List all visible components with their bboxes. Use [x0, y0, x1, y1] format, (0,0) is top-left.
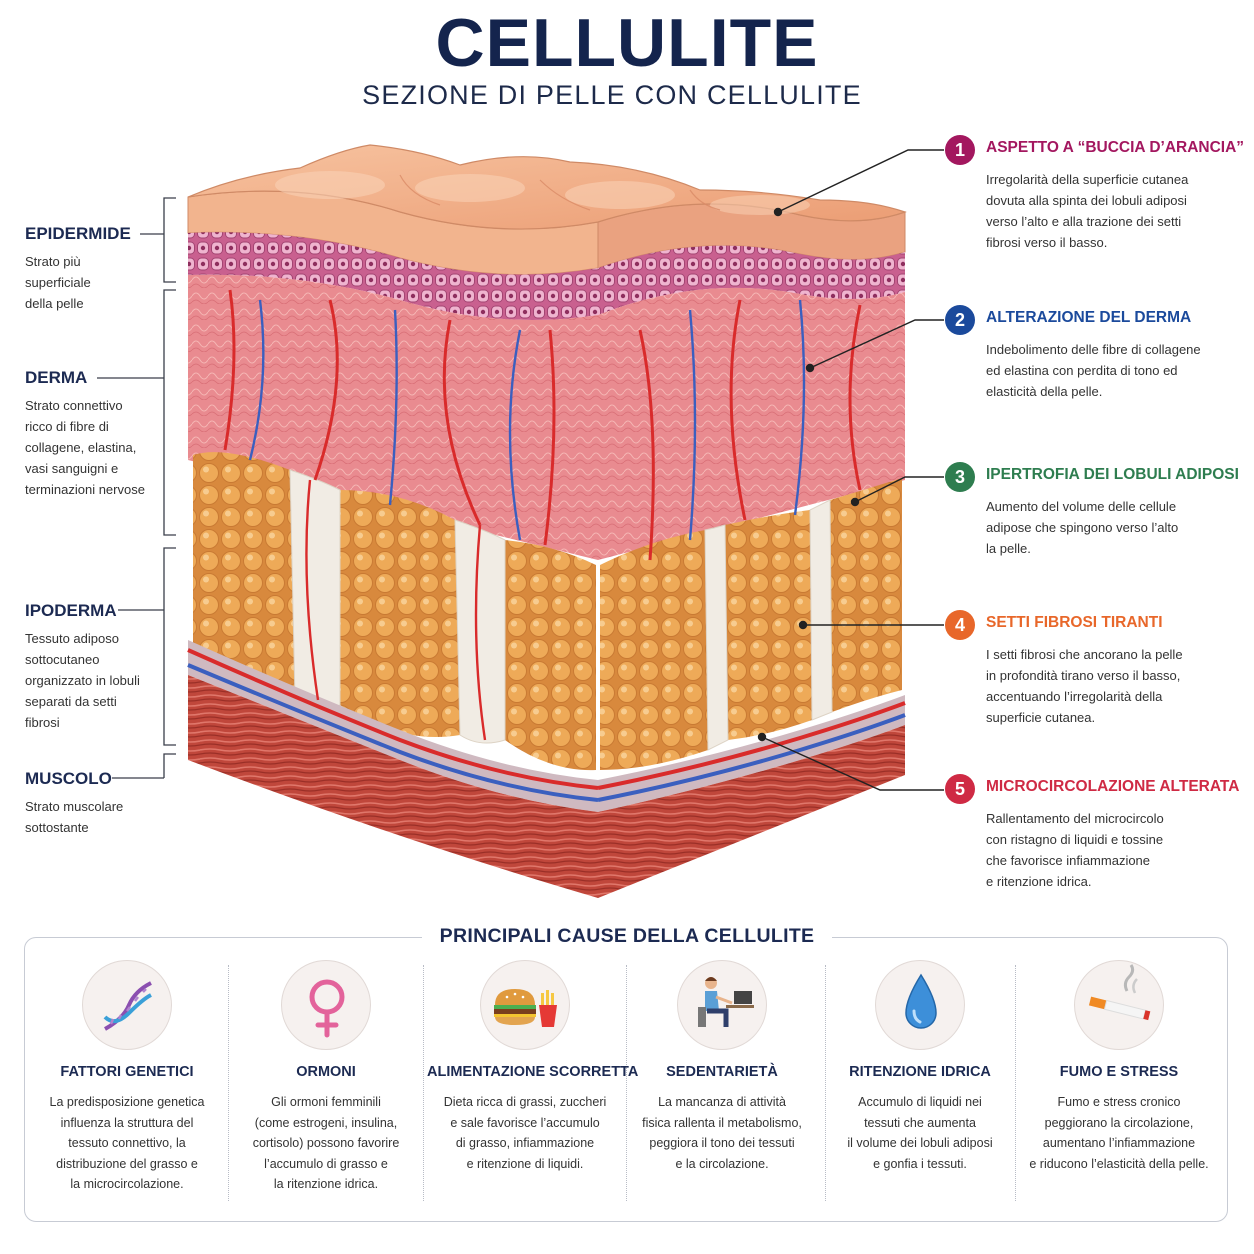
divider: [626, 965, 627, 1201]
burger-fries-icon: [480, 960, 570, 1050]
callout-text: Indebolimento delle fibre di collagene e…: [986, 342, 1201, 399]
page-subtitle: SEZIONE DI PELLE CON CELLULITE: [362, 80, 862, 110]
callout-number-badge: 1: [945, 135, 975, 165]
layer-derma: DERMA Strato connettivo ricco di fibre d…: [25, 368, 175, 500]
cause-title: FATTORI GENETICI: [60, 1064, 194, 1080]
front-fat-lobule: [340, 490, 460, 737]
cause-text: La mancanza di attività fisica rallenta …: [642, 1095, 802, 1171]
top-surface: [187, 144, 907, 230]
callout-text: Rallentamento del microcircolo con rista…: [986, 811, 1164, 889]
callout-title: MICROCIRCOLAZIONE ALTERATA: [986, 778, 1240, 795]
layer-name: EPIDERMIDE: [25, 224, 131, 243]
callout-title: SETTI FIBROSI TIRANTI: [986, 614, 1163, 631]
callout-text: I setti fibrosi che ancorano la pelle in…: [986, 647, 1183, 725]
side-cell-layer: [598, 245, 905, 315]
divider: [228, 965, 229, 1201]
side-fibrous-septum: [809, 499, 833, 721]
causes-title-wrap: PRINCIPALI CAUSE DELLA CELLULITE: [0, 925, 1254, 948]
divider: [423, 965, 424, 1201]
cause-text: Accumulo di liquidi nei tessuti che aume…: [847, 1095, 993, 1171]
cause-text: Gli ormoni femminili (come estrogeni, in…: [252, 1095, 400, 1191]
desk-worker-icon: [677, 960, 767, 1050]
dna-icon: [82, 960, 172, 1050]
cause-title: FUMO E STRESS: [1059, 1064, 1179, 1080]
cause-text: La predisposizione genetica influenza la…: [49, 1095, 205, 1191]
callout-title: ASPETTO A “BUCCIA D’ARANCIA”: [986, 139, 1245, 156]
bracket-derma: [163, 289, 176, 536]
page-title: CELLULITE: [435, 5, 819, 81]
cigarette-icon: [1074, 960, 1164, 1050]
side-fat-lobule: [830, 478, 902, 712]
side-fat-lobule: [725, 510, 812, 740]
layer-description: Strato più superficiale della pelle: [25, 254, 91, 311]
layer-name: DERMA: [25, 368, 88, 387]
front-fibrous-septum: [454, 519, 506, 744]
cause-title: SEDENTARIETÀ: [666, 1064, 778, 1080]
cause-title: ALIMENTAZIONE SCORRETTA: [427, 1064, 639, 1080]
callout-text: Aumento del volume delle cellule adipose…: [986, 499, 1179, 556]
cause-text: Fumo e stress cronico peggiorano la circ…: [1029, 1095, 1209, 1171]
front-cell-layer: [188, 232, 598, 320]
side-fat-lobule: [600, 530, 708, 770]
front-fat-lobule: [505, 540, 596, 771]
callout-title: ALTERAZIONE DEL DERMA: [986, 309, 1192, 326]
leader-1: [777, 149, 944, 213]
layer-muscolo: MUSCOLO Strato muscolare sottostante: [25, 769, 175, 838]
bracket-epidermide: [163, 197, 176, 283]
callout-text: Irregolarità della superficie cutanea do…: [986, 172, 1189, 250]
water-drop-icon: [875, 960, 965, 1050]
side-muscle: [598, 725, 905, 898]
callout-number-badge: 4: [945, 610, 975, 640]
side-face: [597, 203, 906, 898]
skin-surface: [187, 144, 907, 230]
layer-name: IPODERMA: [25, 601, 117, 620]
cause-text: Dieta ricca di grassi, zuccheri e sale f…: [443, 1095, 607, 1171]
skin-section-diagram: [97, 144, 944, 898]
causes-title: PRINCIPALI CAUSE DELLA CELLULITE: [421, 925, 833, 948]
front-face: [187, 190, 599, 898]
front-muscle: [188, 675, 598, 898]
bracket-ipoderma: [163, 547, 176, 746]
side-fibrous-septum: [704, 524, 729, 751]
divider: [1015, 965, 1016, 1201]
cause-title: RITENZIONE IDRICA: [849, 1064, 991, 1080]
leader-2: [809, 319, 944, 369]
layer-description: Tessuto adiposo sottocutaneo organizzato…: [25, 631, 140, 730]
female-symbol-icon: [281, 960, 371, 1050]
cause-title: ORMONI: [296, 1064, 356, 1080]
bracket-muscolo: [163, 753, 176, 778]
layer-description: Strato muscolare sottostante: [25, 799, 124, 835]
callout-title: IPERTROFIA DEI LOBULI ADIPOSI: [986, 466, 1239, 483]
leader-3: [854, 476, 944, 503]
divider: [825, 965, 826, 1201]
layer-epidermide: EPIDERMIDE Strato più superficiale della…: [25, 224, 175, 314]
front-dermis: [188, 274, 598, 560]
callout-number-badge: 2: [945, 305, 975, 335]
layer-brackets: [97, 197, 176, 779]
callout-number-badge: 5: [945, 774, 975, 804]
side-dermis: [598, 287, 905, 560]
callout-number-badge: 3: [945, 462, 975, 492]
front-fat-lobule: [193, 452, 295, 700]
callout-leaders: [757, 149, 944, 791]
leader-5: [761, 736, 944, 791]
layer-description: Strato connettivo ricco di fibre di coll…: [25, 398, 145, 497]
layer-name: MUSCOLO: [25, 769, 112, 788]
layer-ipoderma: IPODERMA Tessuto adiposo sottocutaneo or…: [25, 601, 175, 733]
